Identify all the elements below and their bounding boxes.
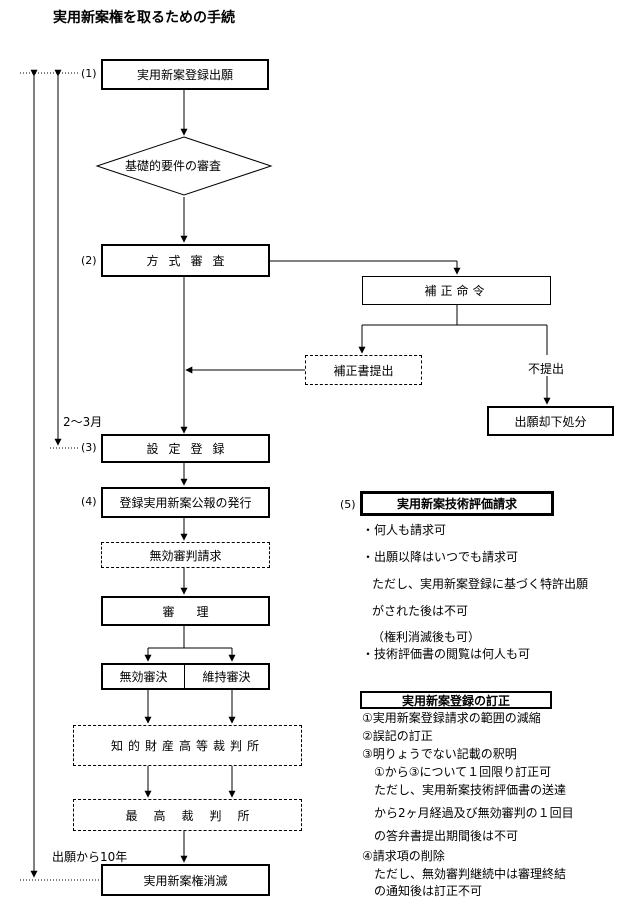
correction-line-4: ①から③について１回限り訂正可 (374, 765, 552, 779)
gazette-label: 登録実用新案公報の発行 (119, 496, 252, 510)
correction-line-1: ①実用新案登録請求の範囲の減縮 (362, 711, 541, 725)
evaluation-header-label: 実用新案技術評価請求 (396, 497, 517, 511)
no-submission-label: 不提出 (528, 362, 565, 376)
supreme-court-box: 最高裁判所 (73, 799, 302, 831)
months-duration-label: 2〜3月 (63, 415, 103, 429)
invalidation-request-label: 無効審判請求 (149, 548, 222, 563)
amendment-submission-label: 補正書提出 (333, 363, 394, 378)
evaluation-line-5: （権利消滅後も可） (372, 630, 481, 644)
right-extinction-label: 実用新案権消滅 (143, 873, 228, 888)
maintenance-decision-label: 維持審決 (202, 670, 251, 684)
evaluation-header: 実用新案技術評価請求 (360, 491, 554, 516)
amendment-order-box: 補正命令 (362, 276, 551, 305)
supreme-court-label: 最高裁判所 (125, 808, 266, 823)
correction-header: 実用新案登録の訂正 (360, 691, 552, 709)
invalidation-decision-label: 無効審決 (119, 670, 168, 684)
correction-line-3: ③明りょうでない記載の釈明 (362, 747, 517, 761)
step-2-number: (2) (81, 254, 97, 267)
correction-line-6: から2ヶ月経過及び無効審判の１回目 (374, 806, 574, 820)
invalidation-decision-box: 無効審決 (101, 663, 185, 690)
formal-requirements-label: 基礎的要件の審査 (125, 159, 222, 173)
correction-line-7: の答弁書提出期間後は不可 (374, 829, 519, 843)
correction-header-label: 実用新案登録の訂正 (401, 693, 510, 708)
step-4-number: (4) (81, 495, 97, 508)
correction-line-9: ただし、無効審判継続中は審理終結 (374, 867, 567, 881)
formality-exam-box: 方式審査 (101, 244, 270, 277)
right-extinction-box: 実用新案権消滅 (101, 864, 270, 896)
gazette-box: 登録実用新案公報の発行 (101, 487, 270, 518)
evaluation-line-3: ただし、実用新案登録に基づく特許出願 (372, 577, 589, 591)
evaluation-line-1: ・何人も請求可 (362, 523, 447, 537)
step-5-number: (5) (340, 498, 356, 511)
decision-diamond (95, 136, 273, 196)
ten-years-label: 出願から10年 (52, 850, 128, 864)
correction-line-2: ②誤記の訂正 (362, 729, 433, 743)
application-label: 実用新案登録出願 (136, 68, 233, 82)
ip-high-court-box: 知的財産高等裁判所 (73, 725, 302, 766)
trial-label: 審理 (162, 604, 231, 619)
evaluation-line-2: ・出願以降はいつでも請求可 (362, 550, 519, 564)
maintenance-decision-box: 維持審決 (184, 663, 270, 690)
step-3-number: (3) (81, 441, 97, 454)
correction-line-10: の通知後は訂正不可 (374, 884, 483, 898)
evaluation-line-4: がされた後は不可 (372, 604, 469, 618)
evaluation-line-6: ・技術評価書の閲覧は何人も可 (362, 647, 531, 661)
amendment-submission-box: 補正書提出 (305, 355, 422, 385)
formality-exam-label: 方式審査 (146, 254, 235, 268)
trial-box: 審理 (101, 596, 270, 626)
ip-high-court-label: 知的財産高等裁判所 (110, 739, 264, 753)
application-box: 実用新案登録出願 (101, 59, 269, 90)
page-title: 実用新案権を取るための手続 (53, 10, 235, 26)
registration-label: 設定登録 (146, 442, 235, 456)
rejection-label: 出願却下処分 (514, 414, 587, 429)
registration-box: 設定登録 (101, 434, 270, 463)
step-1-number: (1) (81, 67, 97, 80)
correction-line-5: ただし、実用新案技術評価書の送達 (374, 783, 567, 797)
amendment-order-label: 補正命令 (424, 284, 489, 298)
rejection-box: 出願却下処分 (487, 406, 614, 436)
correction-line-8: ④請求項の削除 (362, 849, 445, 863)
invalidation-request-box: 無効審判請求 (101, 542, 270, 568)
